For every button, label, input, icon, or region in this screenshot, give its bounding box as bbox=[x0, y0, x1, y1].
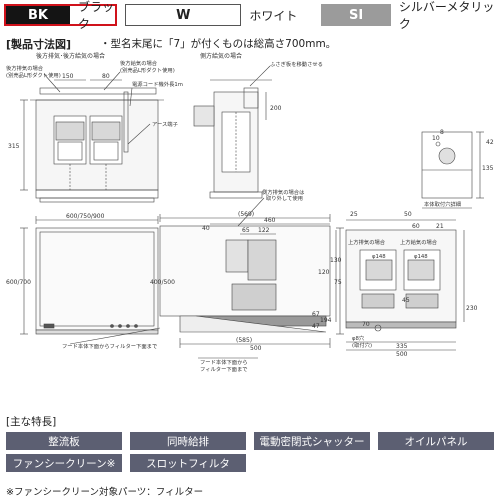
dim-600-700: 600/700 bbox=[6, 279, 31, 286]
color-code-si: SI bbox=[321, 4, 391, 26]
label-top-intake: 上方給気の場合 bbox=[400, 238, 438, 246]
label-side-exhaust-case: 側方排気の場合は bbox=[262, 188, 305, 196]
dim-600-750-900: 600/750/900 bbox=[66, 213, 105, 220]
label-cord: 電源コード機外長1m bbox=[132, 80, 183, 88]
dim-8: 8 bbox=[440, 129, 444, 136]
drawing-labels: 後方排気･後方給気の場合 側方給気の場合 後方排気の場合 (別売品L形ダクト使用… bbox=[6, 52, 494, 373]
label-rear-intake-case-sub: (別売品L形ダクト使用) bbox=[120, 66, 175, 74]
dim-50: 50 bbox=[404, 211, 412, 218]
dim-25: 25 bbox=[350, 211, 358, 218]
side-section bbox=[159, 197, 344, 359]
dim-569: (569) bbox=[238, 211, 254, 218]
color-name-bk: ブラック bbox=[78, 0, 115, 31]
label-hood-to-filter: フード本体下面からフィルター下面まで bbox=[62, 342, 157, 350]
label-rear-exhaust-case-sub: (別売品L形ダクト使用) bbox=[6, 71, 61, 79]
label-phi148-left: φ148 bbox=[372, 254, 386, 260]
feature-badge-slot-filter: スロットフィルタ bbox=[130, 454, 246, 472]
color-name-w: ホワイト bbox=[249, 8, 298, 23]
label-side-exhaust-header: 側方給気の場合 bbox=[200, 52, 242, 60]
footnote: ※ファンシークリーン対象パーツ：フィルター bbox=[6, 487, 204, 498]
label-filter-bottom: フィルター下面まで bbox=[200, 365, 248, 373]
dim-10: 10 bbox=[432, 135, 440, 142]
dim-70: 70 bbox=[362, 321, 370, 328]
color-code-bk: BK bbox=[6, 6, 70, 24]
feature-badge-oil-panel: オイルパネル bbox=[378, 432, 494, 450]
label-rear-exhaust-case: 後方排気の場合 bbox=[6, 64, 44, 72]
label-rear-intake-case: 後方給気の場合 bbox=[120, 59, 158, 67]
dim-60: 60 bbox=[412, 223, 420, 230]
dim-150: 150 bbox=[62, 73, 74, 80]
dimensions-note: ・型名末尾に「7」が付くものは総高さ700mm。 bbox=[100, 38, 337, 50]
label-phi8: φ8穴 bbox=[352, 334, 365, 342]
feature-badge-simultaneous: 同時給排 bbox=[130, 432, 246, 450]
dim-47: 47 bbox=[312, 323, 320, 330]
dim-21: 21 bbox=[436, 223, 444, 230]
dim-122: 122 bbox=[258, 227, 270, 234]
dim-230: 230 bbox=[466, 305, 478, 312]
dim-67: 67 bbox=[312, 311, 320, 318]
label-earth: アース端子 bbox=[152, 120, 179, 128]
side-view bbox=[193, 65, 272, 199]
dim-135: 135 bbox=[482, 165, 494, 172]
dim-42: 42 bbox=[486, 139, 494, 146]
dim-130: 130 bbox=[330, 257, 342, 264]
dim-45: 45 bbox=[402, 297, 410, 304]
dim-75: 75 bbox=[334, 279, 342, 286]
dim-315: 315 bbox=[8, 143, 20, 150]
color-option-silver[interactable]: SI シルバーメタリック bbox=[321, 0, 500, 31]
dim-40: 40 bbox=[202, 225, 210, 232]
label-fixing-hole: 本体取付穴詳細 bbox=[424, 200, 461, 208]
color-code-w: W bbox=[125, 4, 242, 26]
dim-335: 335 bbox=[396, 343, 408, 350]
features-title: [主な特長] bbox=[6, 416, 57, 428]
rear-view bbox=[20, 71, 164, 203]
dim-194: 194 bbox=[320, 317, 332, 324]
dim-80: 80 bbox=[102, 73, 110, 80]
front-view bbox=[20, 216, 161, 345]
dimension-drawing-svg: 後方排気･後方給気の場合 側方給気の場合 後方排気の場合 (別売品L形ダクト使用… bbox=[6, 52, 494, 373]
color-option-white[interactable]: W ホワイト bbox=[125, 4, 321, 26]
dim-125: 200 bbox=[270, 105, 282, 112]
color-option-black[interactable]: BK ブラック bbox=[4, 0, 118, 31]
dim-65: 65 bbox=[242, 227, 250, 234]
label-hood-bottom: フード本体下面から bbox=[200, 358, 248, 366]
dimensions-title: [製品寸法図] bbox=[6, 38, 72, 51]
label-damper-move: ふさぎ板を移動させる bbox=[270, 60, 323, 68]
feature-badge-rectifier: 整流板 bbox=[6, 432, 122, 450]
feature-badges: 整流板 同時給排 電動密閉式シャッター オイルパネル ファンシークリーン※ スロ… bbox=[6, 432, 496, 472]
color-name-si: シルバーメタリック bbox=[398, 0, 495, 31]
feature-badge-shutter: 電動密閉式シャッター bbox=[254, 432, 370, 450]
feature-badge-fancy-clean: ファンシークリーン※ bbox=[6, 454, 122, 472]
dim-500b: 500 bbox=[396, 351, 408, 358]
fixing-hole-detail bbox=[421, 131, 484, 209]
label-top-exhaust: 上方排気の場合 bbox=[348, 238, 386, 246]
label-phi148-right: φ148 bbox=[414, 254, 428, 260]
label-side-exhaust-case2: 取り外して使用 bbox=[266, 194, 303, 202]
dim-400-500: 400/500 bbox=[150, 279, 175, 286]
dim-585: (585) bbox=[236, 337, 252, 344]
dim-460: 460 bbox=[264, 217, 276, 224]
label-rear-exhaust-header: 後方排気･後方給気の場合 bbox=[36, 52, 105, 60]
dim-500: 500 bbox=[250, 345, 262, 352]
top-view bbox=[335, 219, 465, 351]
label-mount-hole: (取付穴) bbox=[352, 341, 372, 349]
dim-120: 120 bbox=[318, 269, 330, 276]
dimension-drawing: 後方排気･後方給気の場合 側方給気の場合 後方排気の場合 (別売品L形ダクト使用… bbox=[0, 48, 500, 393]
color-legend: BK ブラック W ホワイト SI シルバーメタリック bbox=[4, 0, 500, 31]
